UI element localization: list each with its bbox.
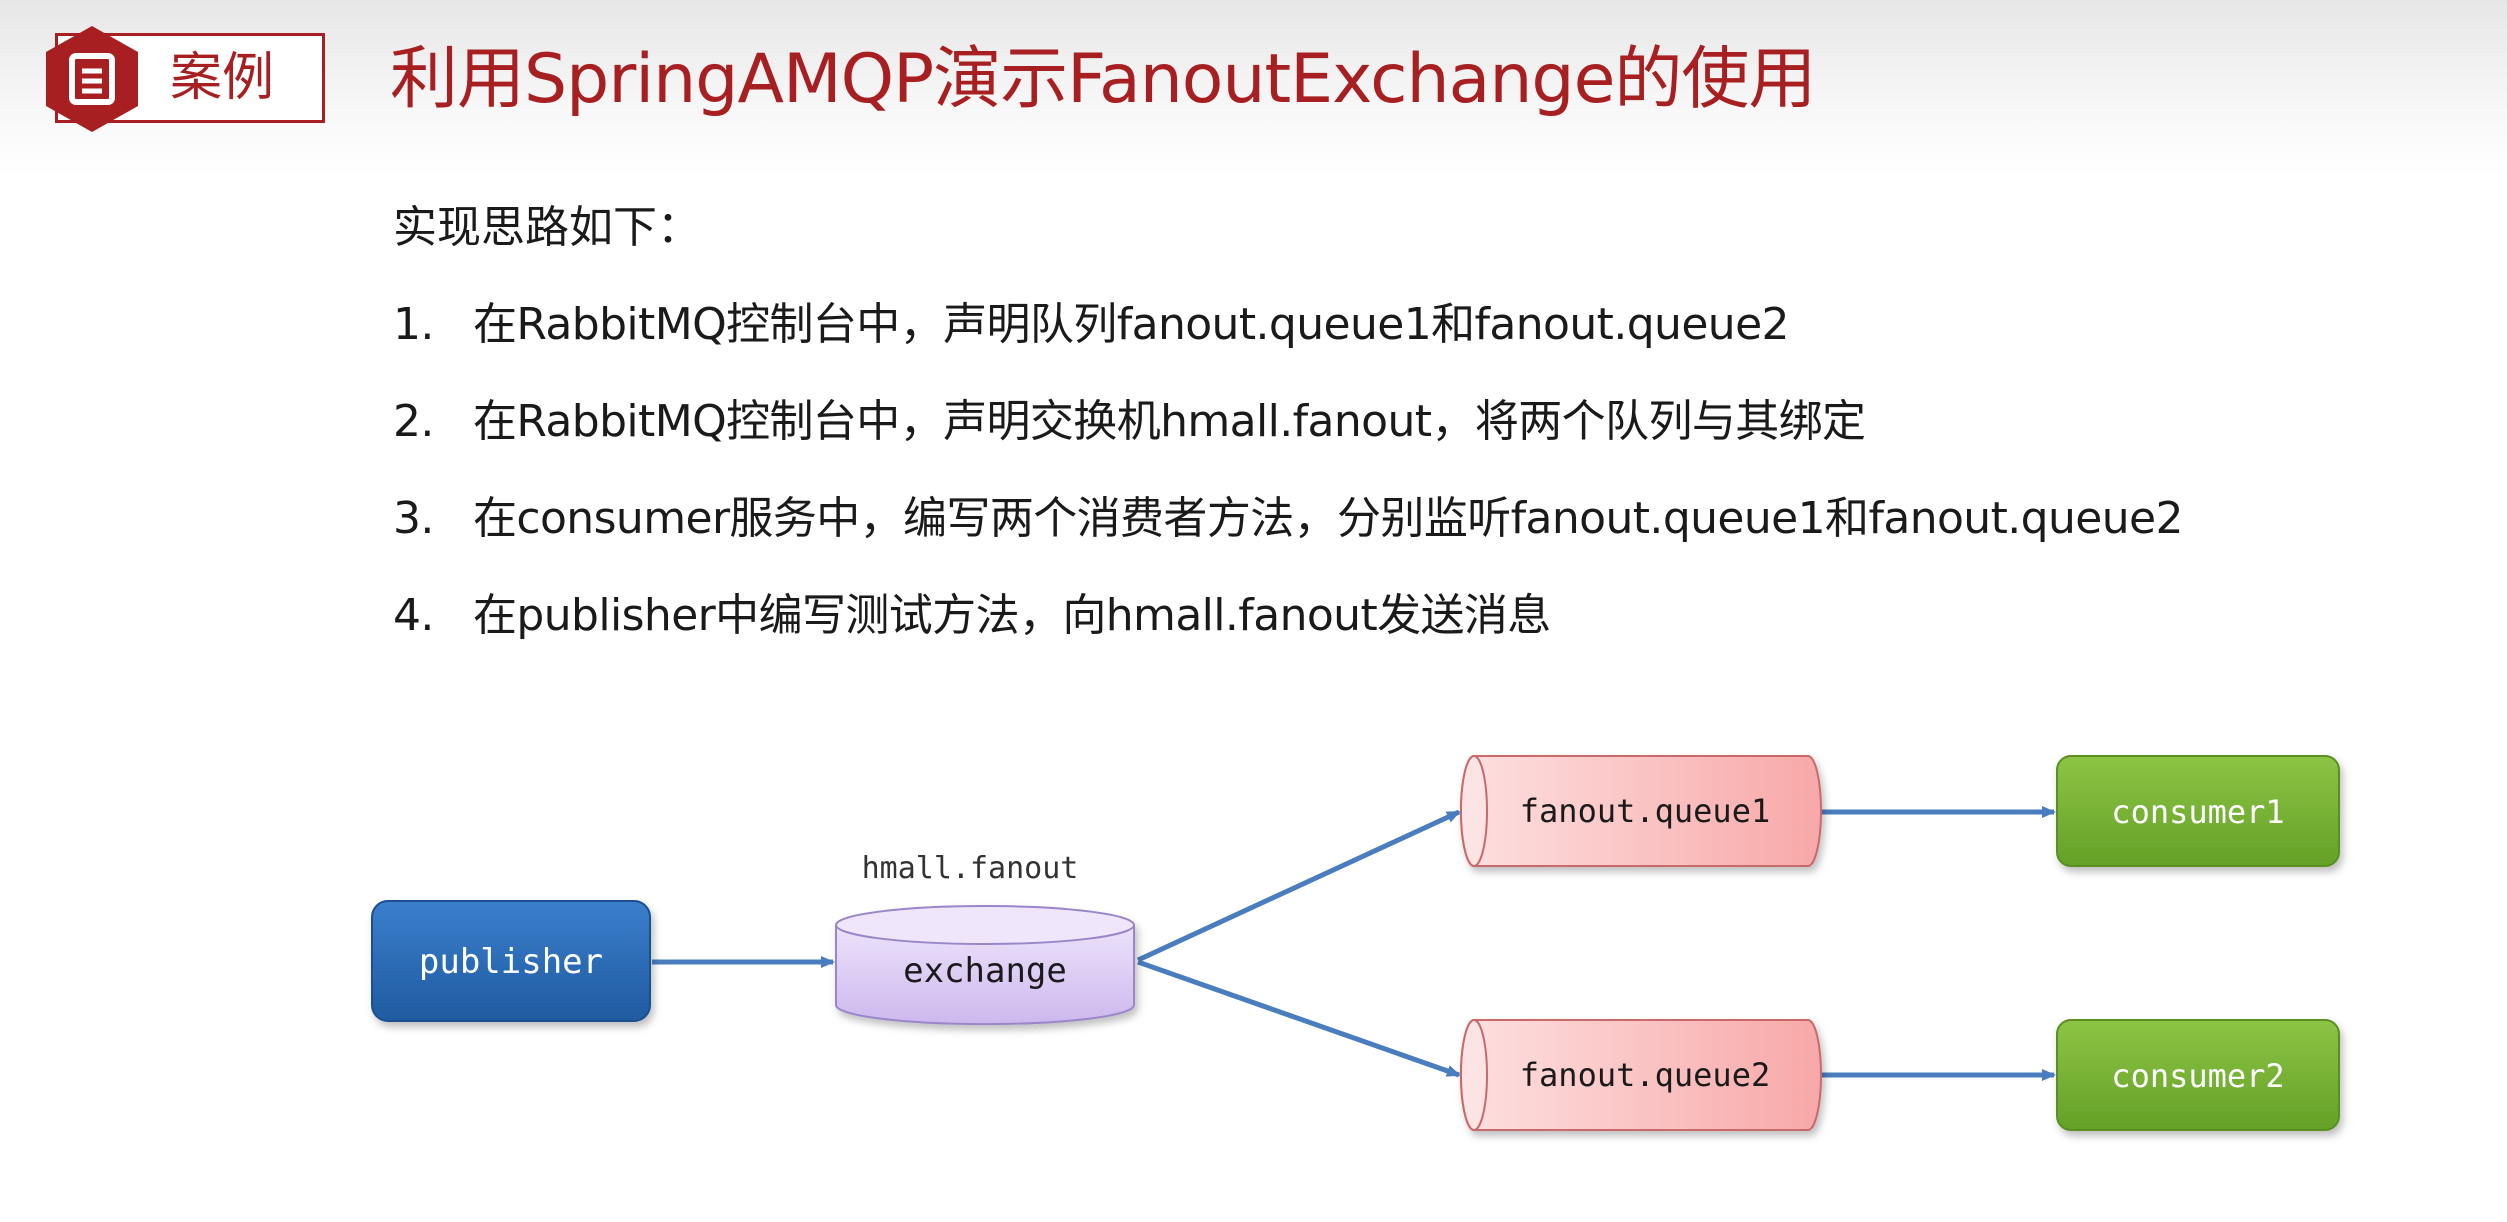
- step-number: 3.: [393, 493, 434, 544]
- intro-text: 实现思路如下：: [393, 202, 701, 253]
- case-tag-label: 案例: [170, 48, 275, 108]
- step-number: 2.: [393, 396, 434, 447]
- header-band: [0, 0, 2507, 175]
- step-item: 1. 在RabbitMQ控制台中，声明队列fanout.queue1和fanout…: [393, 295, 2183, 392]
- queue2-node: [1460, 1019, 1822, 1131]
- exchange-name-label: hmall.fanout: [862, 851, 1079, 886]
- page-title: 利用SpringAMQP演示FanoutExchange的使用: [390, 40, 1816, 119]
- consumer1-node: [2056, 755, 2340, 867]
- exchange-node: [835, 905, 1135, 1026]
- consumer2-label: consumer2: [2111, 1057, 2284, 1095]
- step-text: 在publisher中编写测试方法，向hmall.fanout发送消息: [473, 590, 1551, 641]
- step-item: 3. 在consumer服务中，编写两个消费者方法，分别监听fanout.queu…: [393, 489, 2183, 586]
- queue1-node: [1460, 755, 1822, 867]
- consumer2-node: [2056, 1019, 2340, 1131]
- step-item: 4. 在publisher中编写测试方法，向hmall.fanout发送消息: [393, 586, 2183, 683]
- consumer1-label: consumer1: [2111, 793, 2284, 831]
- arrow-exchange-queue1: [1136, 809, 1461, 963]
- step-number: 1.: [393, 299, 434, 350]
- exchange-label: exchange: [903, 951, 1067, 991]
- step-number: 4.: [393, 590, 434, 641]
- arrow-exchange-queue2: [1137, 959, 1461, 1078]
- steps-list: 1. 在RabbitMQ控制台中，声明队列fanout.queue1和fanout…: [393, 295, 2183, 683]
- queue1-label: fanout.queue1: [1520, 792, 1770, 830]
- queue2-label: fanout.queue2: [1520, 1056, 1770, 1094]
- step-item: 2. 在RabbitMQ控制台中，声明交换机hmall.fanout，将两个队列与…: [393, 392, 2183, 489]
- step-text: 在RabbitMQ控制台中，声明队列fanout.queue1和fanout.q…: [473, 299, 1790, 350]
- step-text: 在consumer服务中，编写两个消费者方法，分别监听fanout.queue1…: [473, 493, 2183, 544]
- fanout-diagram: publisher hmall.fanout exchange fanout.q…: [371, 755, 2340, 1131]
- step-text: 在RabbitMQ控制台中，声明交换机hmall.fanout，将两个队列与其绑…: [473, 396, 1866, 447]
- publisher-node: [371, 900, 651, 1022]
- document-icon: [46, 26, 138, 132]
- publisher-label: publisher: [419, 942, 603, 982]
